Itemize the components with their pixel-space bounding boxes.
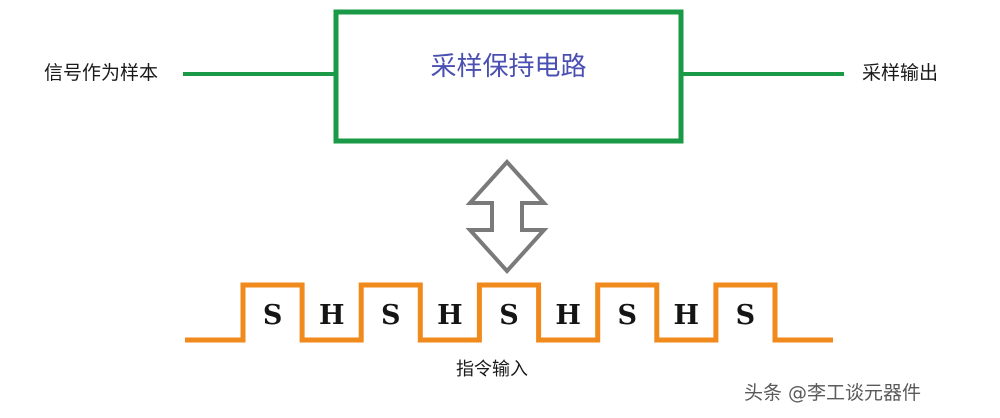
control-pulse-waveform (185, 282, 833, 343)
sample-phase-letter: S (499, 300, 519, 331)
control-input-label: 指令输入 (456, 359, 528, 380)
sample-phase-letter: S (736, 300, 756, 331)
up-down-arrow-icon (465, 159, 549, 274)
hold-phase-letter: H (555, 300, 581, 331)
sample-phase-letter: S (381, 300, 401, 331)
hold-phase-letter: H (437, 300, 463, 331)
watermark: 头条 @李工谈元器件 (744, 382, 922, 404)
output-signal-label: 采样输出 (862, 62, 939, 84)
input-signal-label: 信号作为样本 (44, 62, 159, 84)
hold-phase-letter: H (674, 300, 700, 331)
sample-phase-letter: S (617, 300, 637, 331)
block-title: 采样保持电路 (430, 52, 587, 82)
sample-hold-circuit-block (333, 9, 684, 144)
sample-phase-letter: S (263, 300, 283, 331)
hold-phase-letter: H (319, 300, 345, 331)
